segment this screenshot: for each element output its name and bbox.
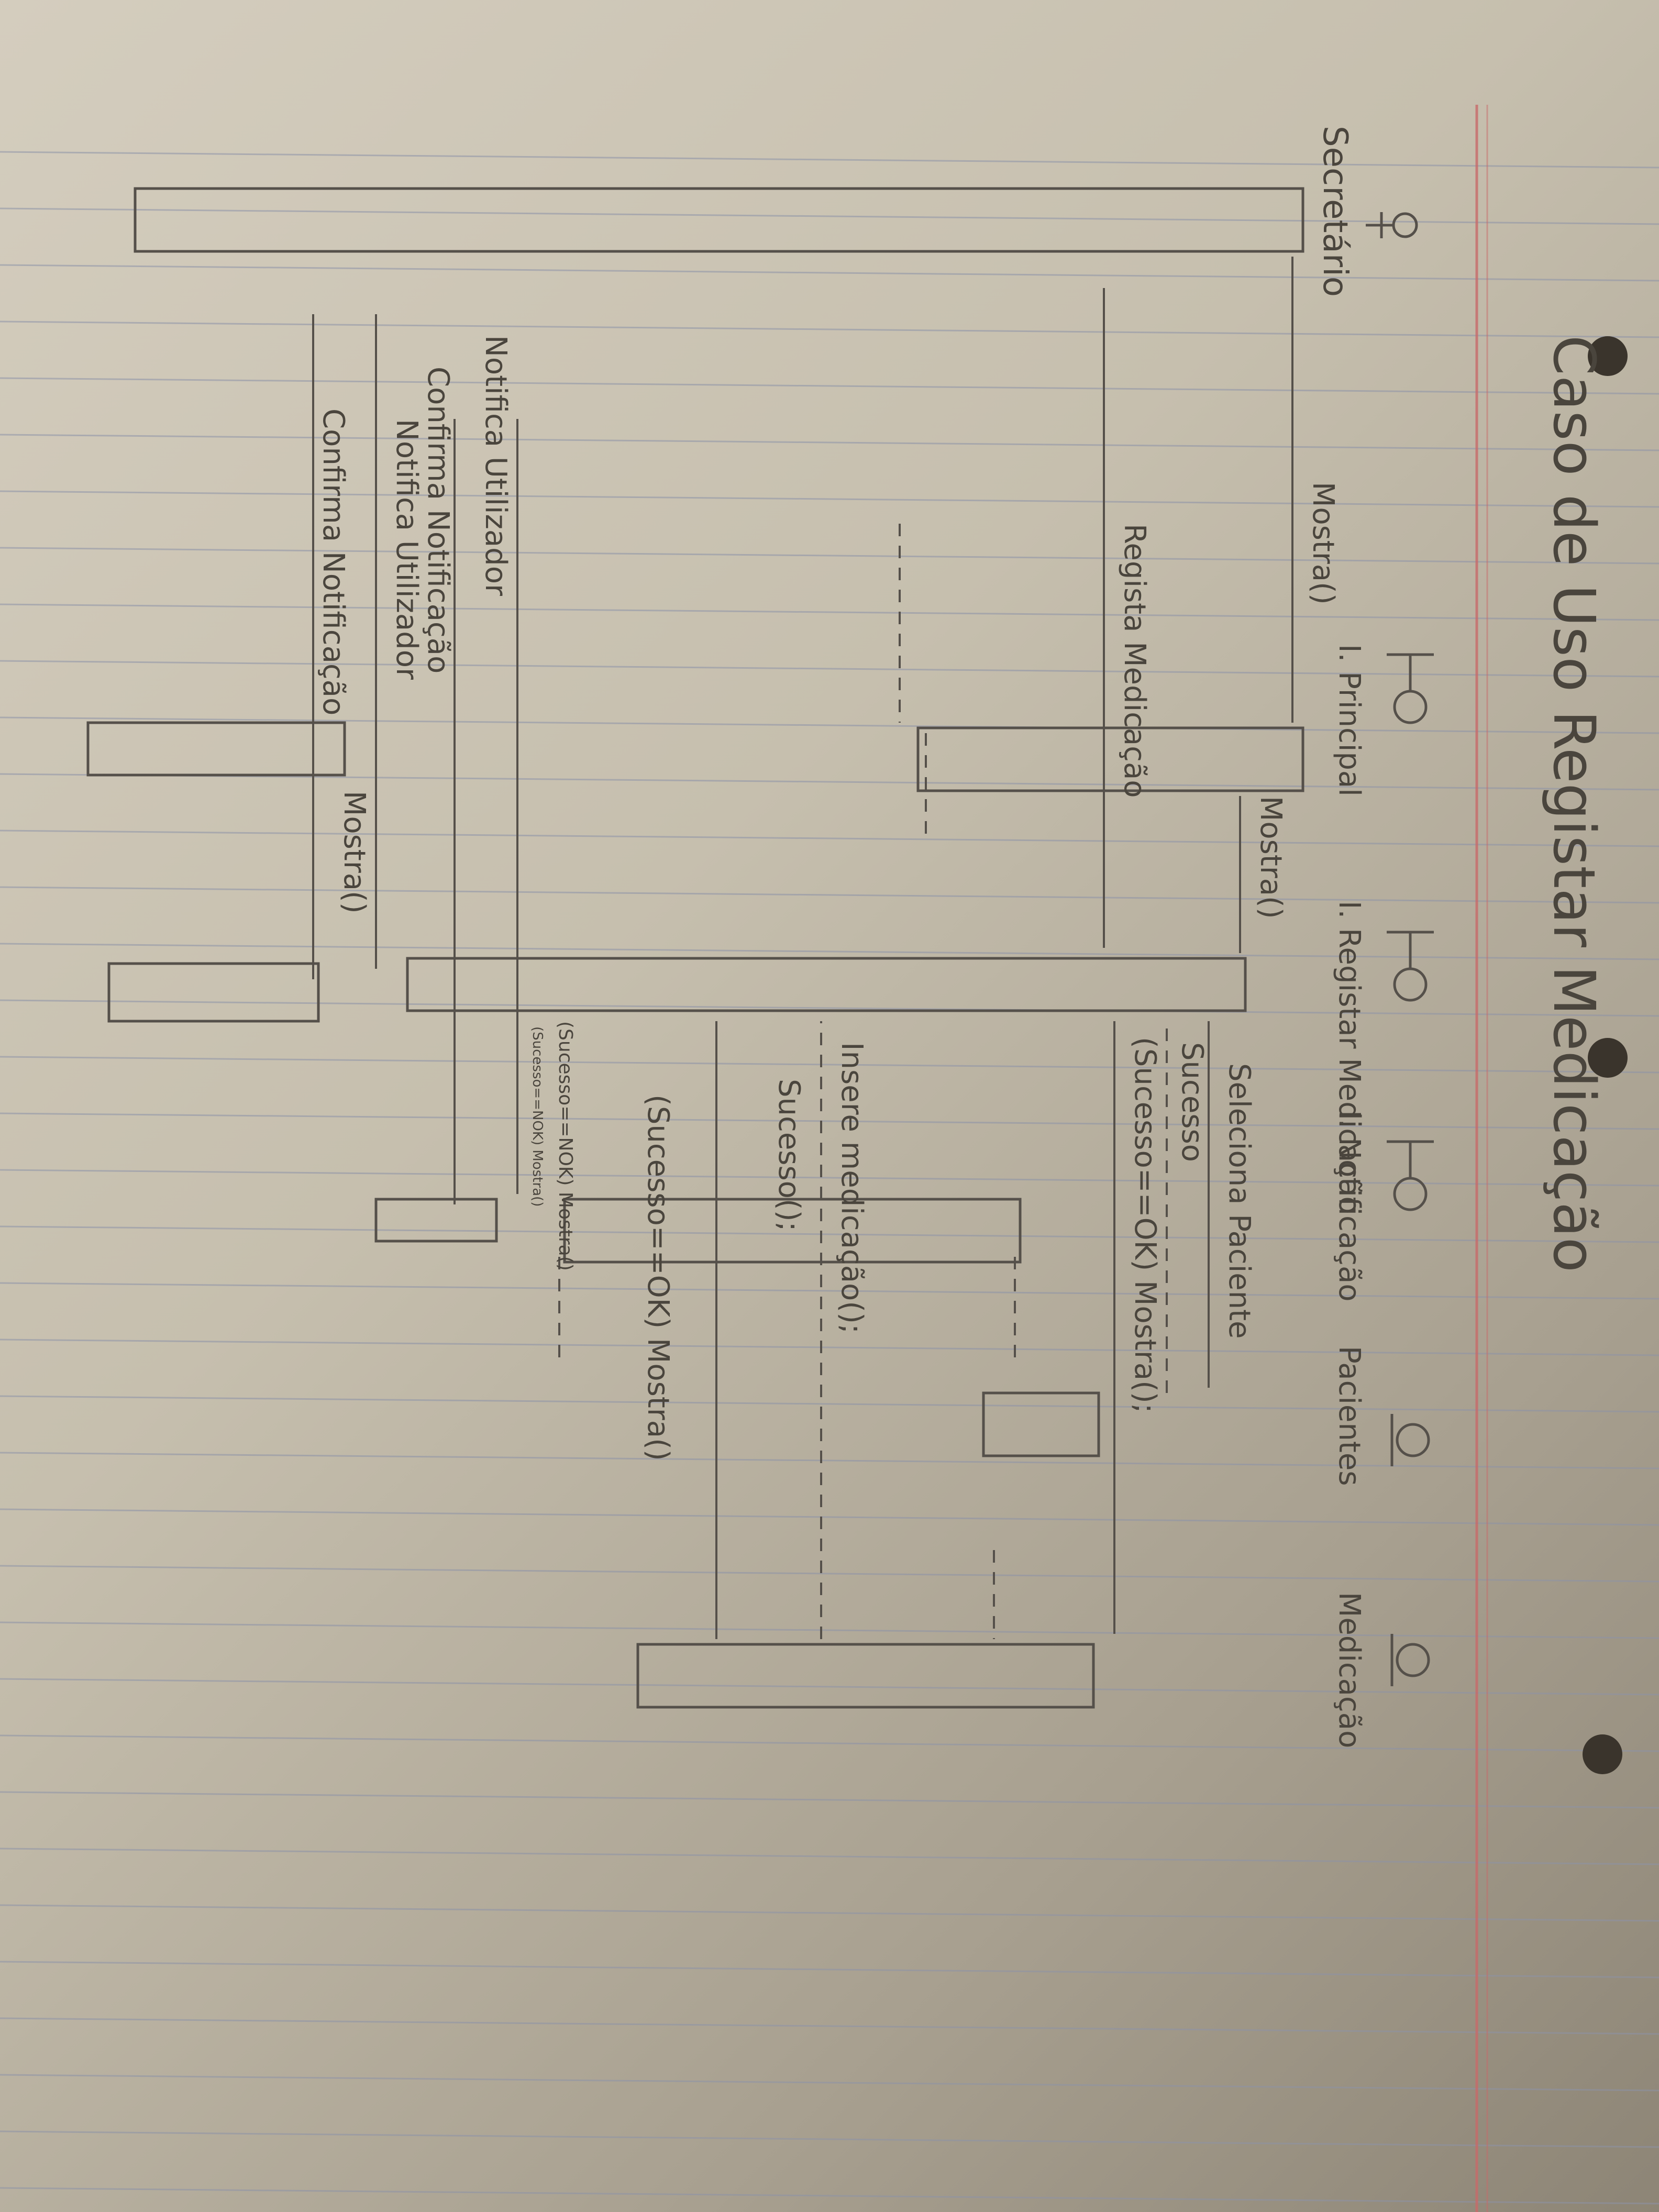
message-labels: Mostra() Regista Medicação Mostra() Sele… (316, 335, 1340, 1461)
ruled-line (0, 603, 1659, 621)
participant-iregistar: I. Registar Medicação (1332, 901, 1434, 1214)
activation-iprincipal (916, 726, 1304, 792)
participant-iprincipal: I. Principal (1332, 644, 1434, 797)
ruled-line (0, 2130, 1659, 2148)
ruled-line (0, 943, 1659, 960)
ruled-line (0, 1056, 1659, 1074)
label-m8: Sucesso(); (772, 1079, 806, 1231)
ruled-line (0, 151, 1659, 169)
ruled-line (0, 1169, 1659, 1187)
label-m5: Sucesso (1175, 1042, 1209, 1162)
label-m3: Mostra() (1254, 796, 1288, 919)
label-m15: Notifica Utilizador (390, 419, 424, 680)
ruled-line (0, 1734, 1659, 1752)
label-m9: (Sucesso==OK) Mostra() (641, 1094, 675, 1461)
ruled-line (0, 434, 1659, 451)
label-m12: Notifica Utilizador (479, 335, 513, 596)
ruled-line (0, 1904, 1659, 1922)
label-m6: (Sucesso==OK) Mostra(); (1128, 1037, 1162, 1413)
ruled-line (0, 830, 1659, 847)
label-m4: Seleciona Paciente (1222, 1063, 1256, 1339)
ruled-line (0, 1225, 1659, 1243)
ruled-line (0, 1848, 1659, 1865)
ruled-line (0, 547, 1659, 565)
ruled-line (0, 660, 1659, 678)
ruled-line (0, 264, 1659, 282)
ruled-line (0, 2017, 1659, 2035)
participant-pacientes: Pacientes (1332, 1346, 1430, 1486)
participant-label-pacientes: Pacientes (1332, 1346, 1366, 1486)
participant-label-medicacao: Medicação (1332, 1592, 1366, 1748)
ruled-line (0, 377, 1659, 395)
ruled-line (0, 490, 1659, 508)
ruled-line (0, 1395, 1659, 1413)
ruled-line (0, 1339, 1659, 1356)
participant-label-inotificacao: I. Notificação (1332, 1110, 1366, 1302)
ruled-line (0, 2074, 1659, 2092)
binder-hole (1588, 336, 1628, 376)
activation-iregistar-2 (107, 962, 320, 1023)
activation-inotificacao-2 (563, 1198, 1022, 1264)
ruled-line (0, 1621, 1659, 1639)
ruled-line (0, 320, 1659, 338)
ruled-line (0, 886, 1659, 904)
ruled-line (0, 1508, 1659, 1526)
participant-label-iprincipal: I. Principal (1332, 644, 1366, 797)
ruled-line (0, 1452, 1659, 1469)
activation-iprincipal-2 (86, 721, 346, 777)
ruled-line (0, 2187, 1659, 2205)
binder-hole (1583, 1734, 1622, 1774)
label-m7: Insere medicação(); (835, 1042, 869, 1334)
ruled-line (0, 999, 1659, 1017)
diagram-title: Caso de Uso Registar Medicação (1541, 335, 1608, 1273)
activation-secretaria (134, 187, 1304, 253)
message-arrows (312, 257, 1293, 1639)
label-m2: Regista Medicação (1118, 524, 1152, 798)
activation-medicacao (636, 1643, 1095, 1709)
participant-label-secretaria: Secretário (1315, 126, 1354, 297)
ruled-line (0, 716, 1659, 734)
ruled-line (0, 1791, 1659, 1809)
label-m16: Confirma Notificação (316, 408, 350, 715)
ruled-line (0, 1282, 1659, 1300)
binder-hole (1588, 1038, 1628, 1078)
ruled-line (0, 773, 1659, 791)
activation-pacientes (982, 1391, 1100, 1457)
label-m10: (Sucesso==NOK) Mostra() (555, 1021, 576, 1271)
participant-inotificacao: I. Notificação (1332, 1110, 1434, 1302)
activation-iregistar (406, 957, 1247, 1012)
participant-medicacao: Medicação (1332, 1592, 1430, 1748)
label-m13: Confirma Notificação (421, 367, 455, 673)
label-m11: (Sucesso==NOK) Mostra() (529, 1026, 545, 1207)
actor-secretaria: Secretário (1315, 126, 1418, 297)
ruled-line (0, 1678, 1659, 1696)
ruled-line (0, 1961, 1659, 1978)
activation-inotificacao (374, 1198, 498, 1243)
ruled-line (0, 1112, 1659, 1130)
ruled-line (0, 1565, 1659, 1583)
participant-label-iregistar: I. Registar Medicação (1332, 901, 1366, 1214)
label-m1: Mostra() (1306, 482, 1340, 605)
label-m14: Mostra() (337, 791, 371, 914)
